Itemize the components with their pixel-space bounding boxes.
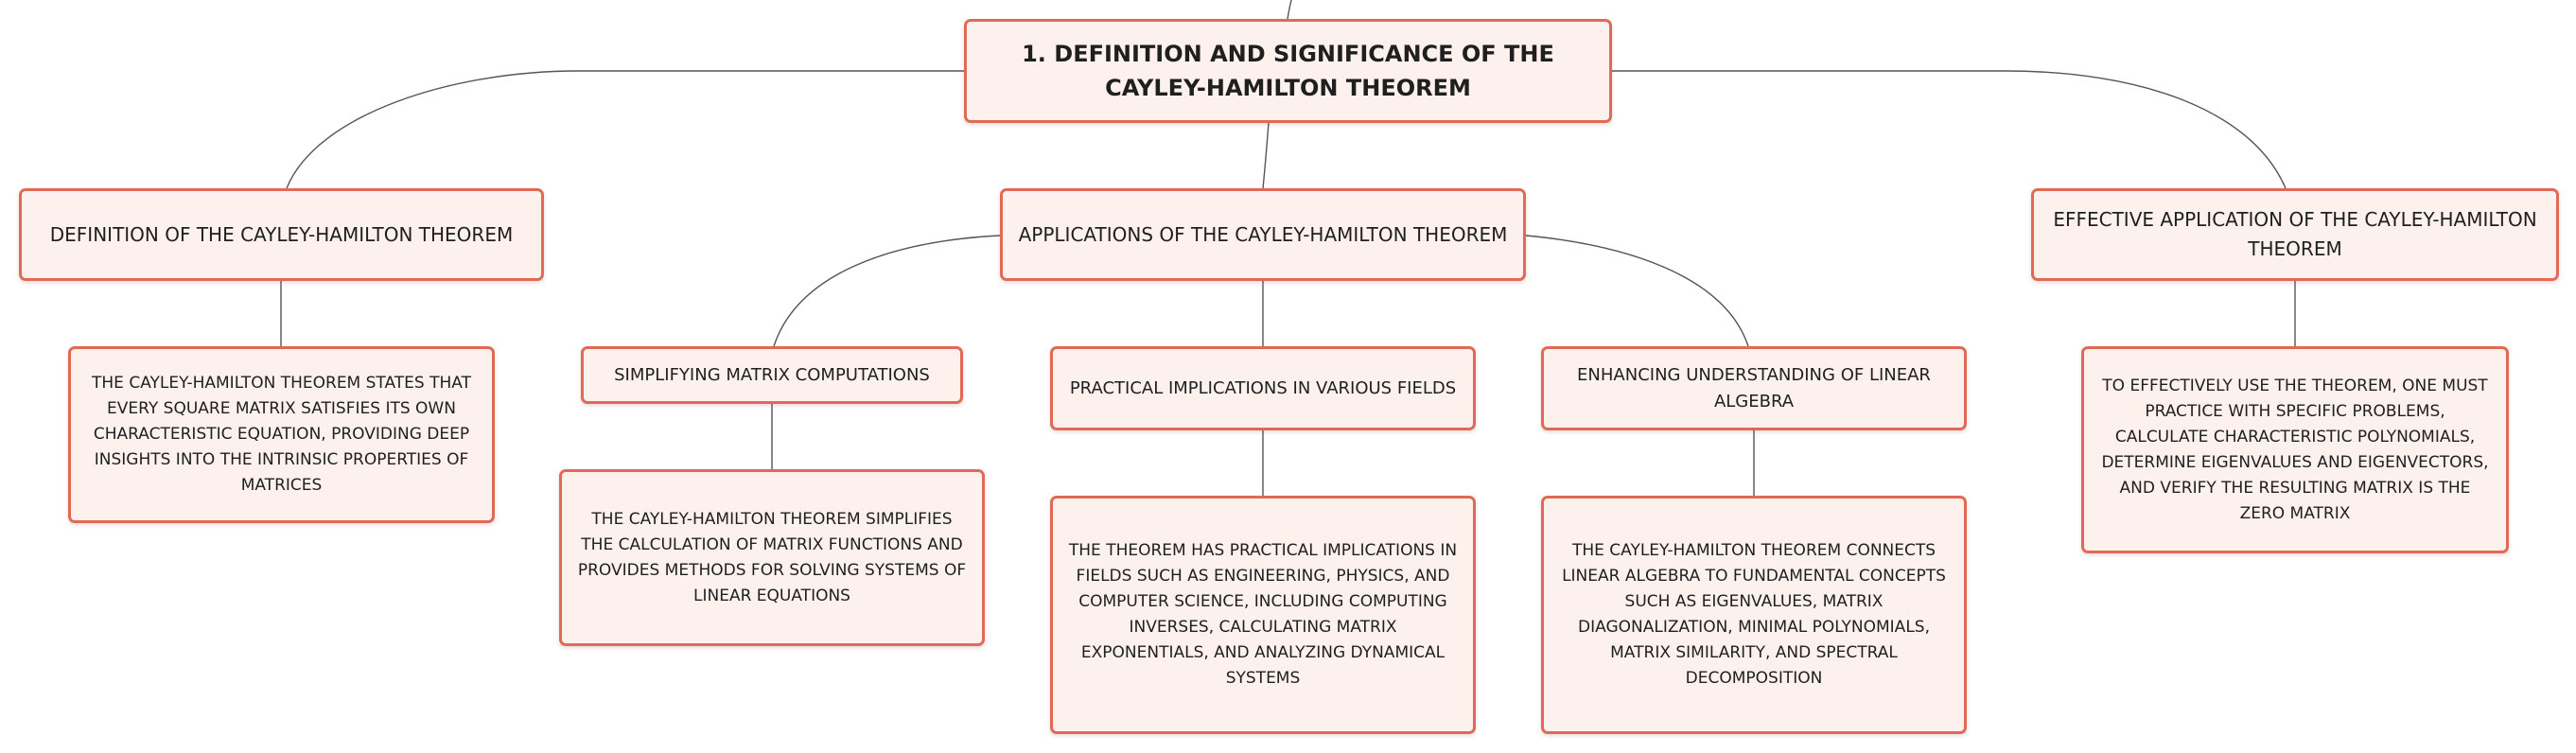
branch-definition-label: DEFINITION OF THE CAYLEY-HAMILTON THEORE…	[49, 222, 514, 246]
branch-effective-node[interactable]: EFFECTIVE APPLICATION OF THE CAYLEY-HAMI…	[2031, 188, 2559, 281]
branch-definition-node[interactable]: DEFINITION OF THE CAYLEY-HAMILTON THEORE…	[19, 188, 544, 281]
enhancing-detail-node[interactable]: THE CAYLEY-HAMILTON THEOREM CONNECTS LIN…	[1541, 496, 1967, 734]
practical-detail-text: THE THEOREM HAS PRACTICAL IMPLICATIONS I…	[1068, 541, 1458, 688]
definition-detail-text: THE CAYLEY-HAMILTON THEOREM STATES THAT …	[92, 374, 471, 495]
branch-applications-node[interactable]: APPLICATIONS OF THE CAYLEY-HAMILTON THEO…	[1000, 188, 1526, 281]
topic-practical-label: PRACTICAL IMPLICATIONS IN VARIOUS FIELDS	[1069, 377, 1457, 398]
topic-enhancing-node[interactable]: ENHANCING UNDERSTANDING OF LINEAR ALGEBR…	[1541, 346, 1967, 430]
topic-enhancing-label: ENHANCING UNDERSTANDING OF LINEAR ALGEBR…	[1577, 364, 1931, 412]
branch-effective-label: EFFECTIVE APPLICATION OF THE CAYLEY-HAMI…	[2053, 208, 2537, 260]
enhancing-detail-text: THE CAYLEY-HAMILTON THEOREM CONNECTS LIN…	[1562, 541, 1946, 688]
branch-applications-label: APPLICATIONS OF THE CAYLEY-HAMILTON THEO…	[1018, 222, 1508, 246]
topic-simplifying-label: SIMPLIFYING MATRIX COMPUTATIONS	[614, 364, 930, 385]
effective-detail-node[interactable]: TO EFFECTIVELY USE THE THEOREM, ONE MUST…	[2081, 346, 2509, 553]
simplifying-detail-node[interactable]: THE CAYLEY-HAMILTON THEOREM SIMPLIFIES T…	[559, 469, 985, 646]
connector-root-to-definition	[286, 70, 964, 189]
simplifying-detail-text: THE CAYLEY-HAMILTON THEOREM SIMPLIFIES T…	[577, 509, 967, 605]
effective-detail-text: TO EFFECTIVELY USE THE THEOREM, ONE MUST…	[2101, 376, 2489, 523]
definition-detail-node[interactable]: THE CAYLEY-HAMILTON THEOREM STATES THAT …	[68, 346, 495, 523]
practical-detail-node[interactable]: THE THEOREM HAS PRACTICAL IMPLICATIONS I…	[1050, 496, 1476, 734]
connector-root-to-effective	[1612, 70, 2287, 189]
connector-parent-to-root	[1287, 0, 1292, 20]
root-topic-label: 1. DEFINITION AND SIGNIFICANCE OF THE CA…	[1022, 41, 1554, 101]
connector-applications-to-simplifying	[773, 235, 1001, 347]
topic-simplifying-node[interactable]: SIMPLIFYING MATRIX COMPUTATIONS	[581, 346, 963, 404]
root-topic-node[interactable]: 1. DEFINITION AND SIGNIFICANCE OF THE CA…	[964, 19, 1612, 123]
connector-applications-to-enhancing	[1525, 235, 1749, 347]
topic-practical-node[interactable]: PRACTICAL IMPLICATIONS IN VARIOUS FIELDS	[1050, 346, 1476, 430]
connector-root-to-applications	[1262, 122, 1270, 189]
